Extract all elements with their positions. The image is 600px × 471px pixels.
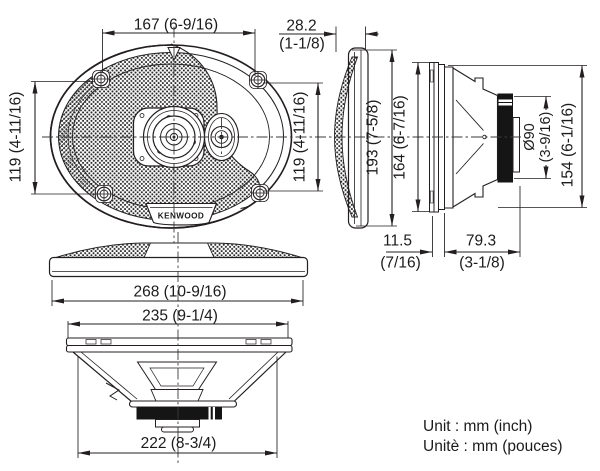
dim-grille-depth-mm: 28.2: [286, 18, 316, 35]
unit-note-english: Unit : mm (inch): [423, 418, 532, 435]
dimensions: 167 (6-9/16) 28.2 (1-1/8) 119 (4-11/16) …: [8, 17, 587, 458]
dim-side-height: 193 (7-5/8): [365, 100, 382, 176]
dim-magnet-inch: (3-9/16): [538, 112, 554, 163]
brand-label: KENWOOD: [158, 212, 204, 221]
front-view: KENWOOD: [49, 43, 300, 235]
speaker-profile-view: [65, 337, 293, 433]
back-plate: [512, 117, 520, 173]
unit-note-french: Unitè : mm (pouces): [423, 438, 563, 455]
magnet: [497, 93, 513, 183]
mounting-hole: [251, 184, 269, 202]
grille-profile-view: [48, 242, 309, 278]
side-profile-view: [334, 47, 369, 229]
dim-front-depth-mm: 11.5: [383, 233, 412, 250]
dim-frame-height: 164 (6-7/16): [392, 95, 409, 179]
dim-front-width: 167 (6-9/16): [134, 17, 218, 34]
mounting-hole: [92, 70, 110, 88]
side-grille-dome: [334, 56, 359, 218]
unit-note: Unit : mm (inch) Unitè : mm (pouces): [423, 418, 563, 455]
dim-hole-pitch-width: 235 (9-1/4): [142, 308, 218, 325]
dim-front-depth-inch: (7/16): [380, 255, 421, 272]
centerlines: [42, 26, 523, 464]
mounting-hole: [249, 71, 267, 89]
terminal-clip: [105, 382, 120, 401]
magnet-bottom: [136, 407, 222, 420]
brand-badge: KENWOOD: [145, 202, 218, 226]
dim-front-height-left: 119 (4-11/16): [8, 92, 25, 183]
dim-rear-depth-inch: (3-1/8): [459, 255, 505, 272]
dim-front-height-right: 119 (4-11/16): [292, 92, 309, 183]
dim-overall-width: 268 (10-9/16): [133, 284, 226, 301]
dim-cutout-width: 222 (8-3/4): [141, 435, 217, 452]
basket-cone: [452, 67, 499, 208]
dim-basket-height: 154 (6-1/16): [560, 103, 577, 187]
dim-grille-depth-inch: (1-1/8): [279, 36, 325, 53]
dim-rear-depth-mm: 79.3: [466, 233, 496, 250]
dim-magnet-mm: Ø90: [522, 123, 538, 150]
